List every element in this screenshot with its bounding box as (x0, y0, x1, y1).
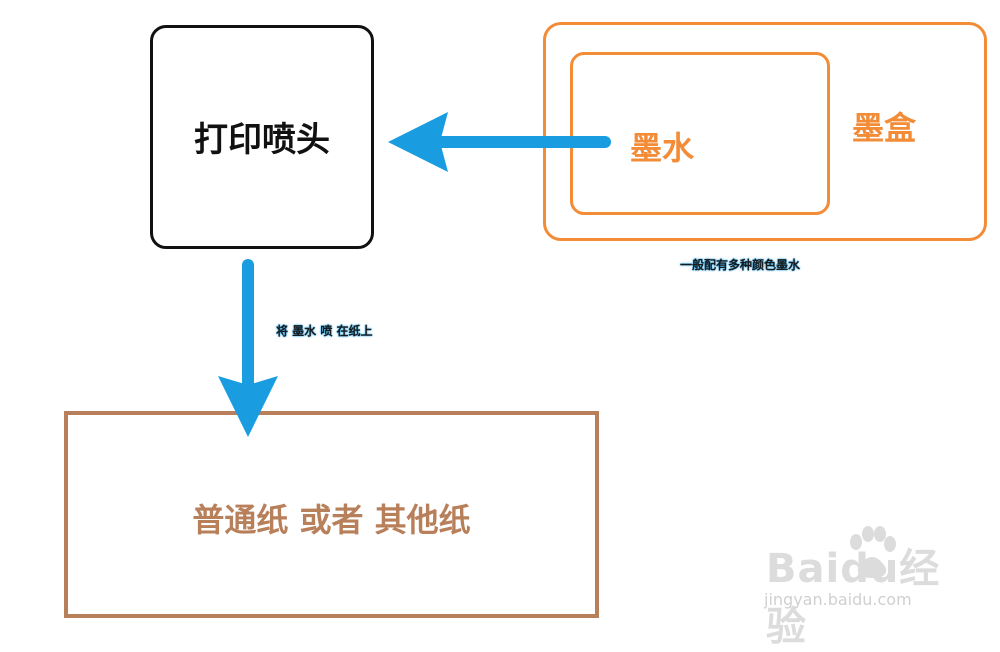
ink-label: 墨水 (630, 129, 695, 167)
cartridge-box (543, 22, 987, 241)
watermark-url: jingyan.baidu.com (764, 590, 912, 609)
spray-note: 将 墨水 喷 在纸上 (276, 324, 373, 338)
cartridge-label: 墨盒 (852, 109, 917, 147)
ink-colors-note: 一般配有多种颜色墨水 (680, 258, 801, 272)
ink-box (570, 52, 830, 215)
print-head-box: 打印喷头 (150, 25, 374, 249)
paper-label: 普通纸 或者 其他纸 (192, 501, 471, 539)
print-head-label: 打印喷头 (194, 120, 330, 160)
ink-to-head-arrow-head (388, 112, 448, 172)
paw-icon (850, 526, 896, 578)
paper-box: 普通纸 或者 其他纸 (64, 411, 599, 618)
baidu-watermark: Baidu经验 jingyan.baidu.com (760, 520, 960, 650)
